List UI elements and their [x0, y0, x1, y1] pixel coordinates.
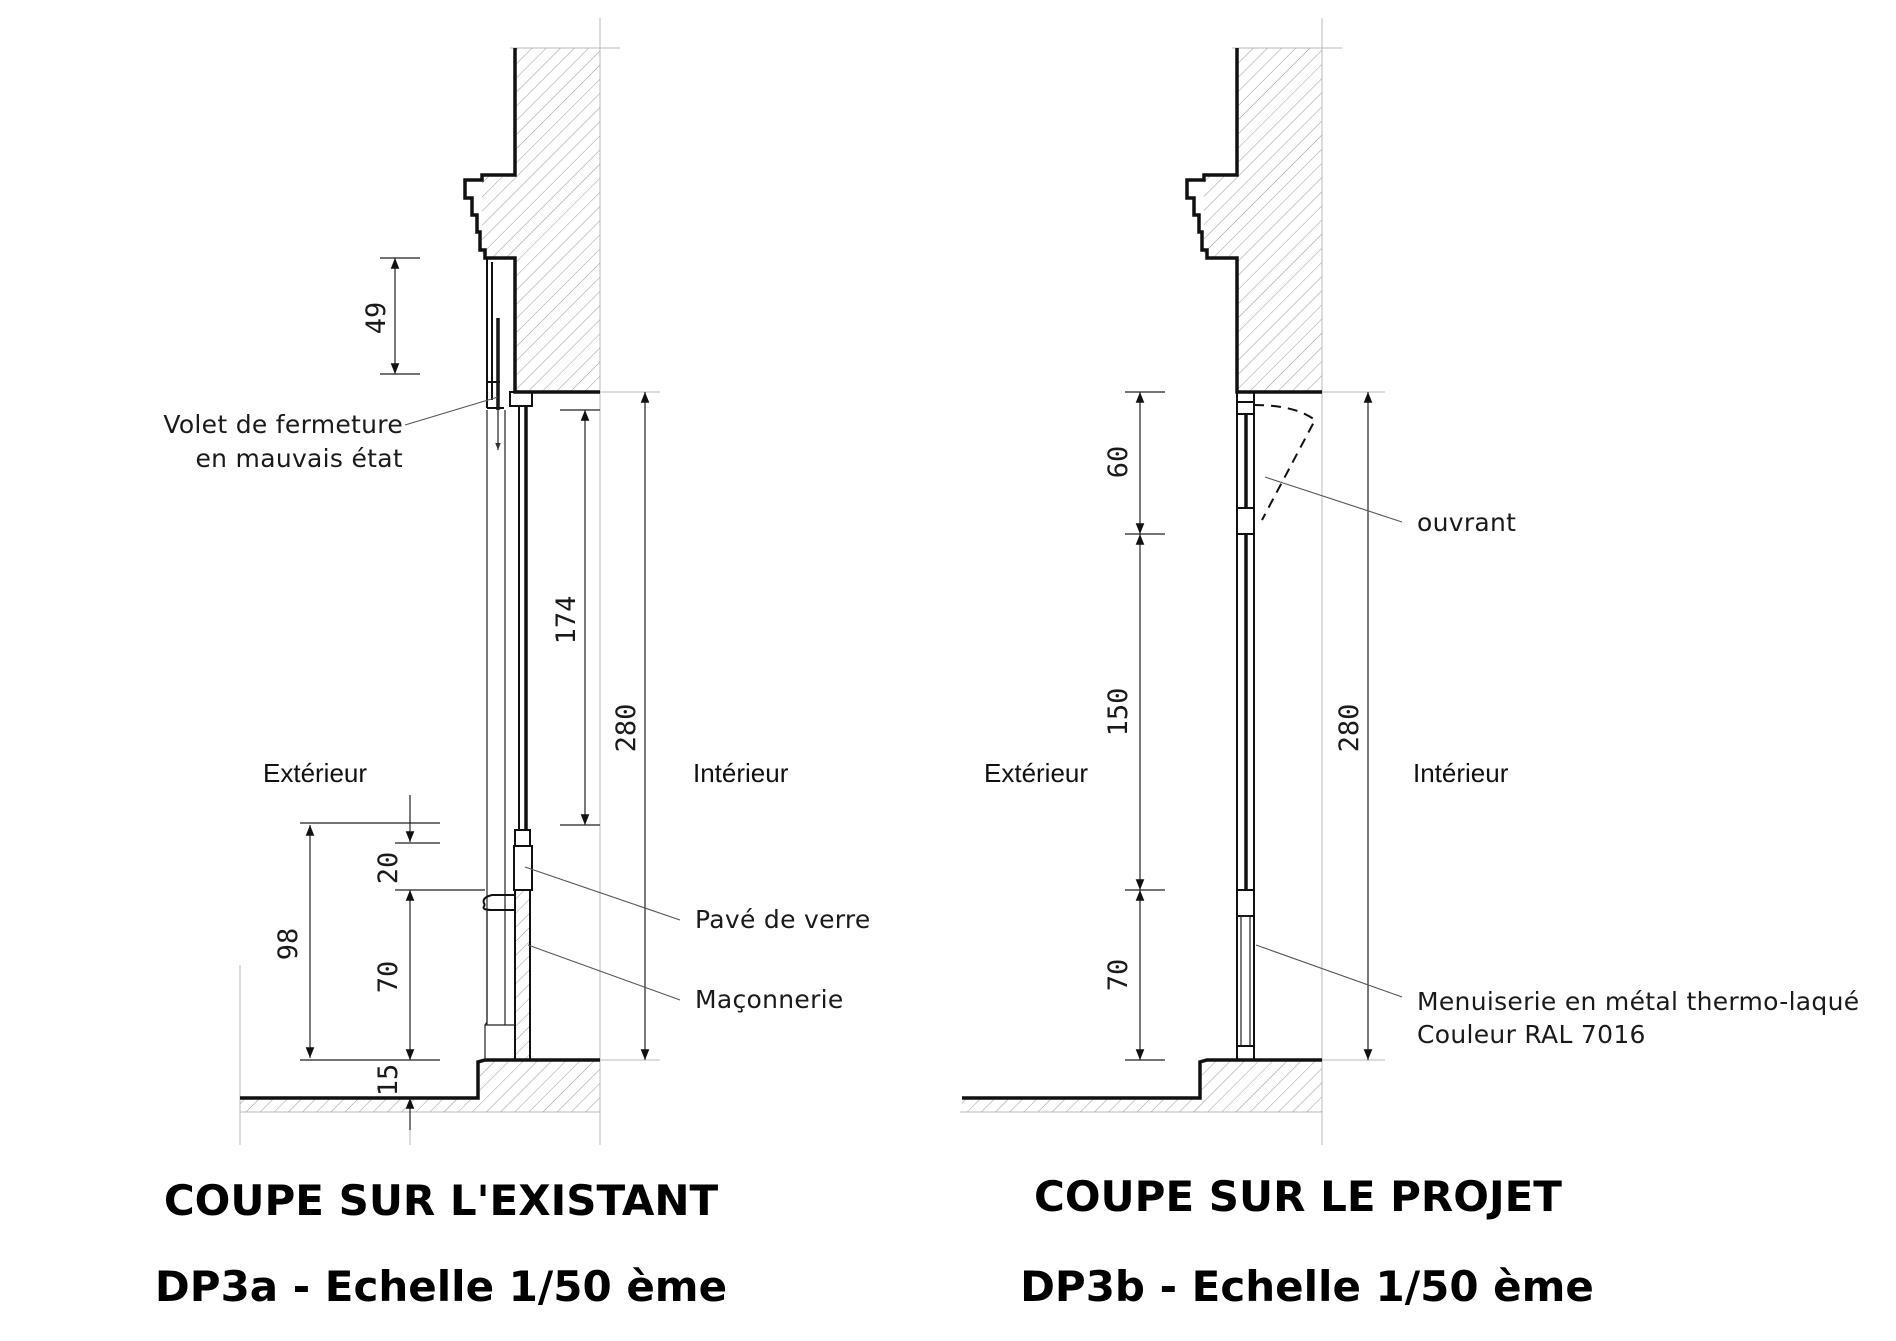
- window-project: [1236, 392, 1317, 1061]
- subtitle-left: DP3a - Echelle 1/50 ème: [155, 1262, 727, 1311]
- masonry-block: [515, 890, 530, 1060]
- upper-wall: [482, 48, 600, 392]
- label-exterieur-right: Extérieur: [984, 758, 1088, 788]
- leader-ouvrant: [1264, 476, 1403, 523]
- leader-volet: [404, 396, 499, 426]
- shutter: [486, 258, 504, 450]
- dim-280-left: 280: [611, 704, 642, 753]
- annotation-ouvrant: ouvrant: [1417, 508, 1516, 537]
- floor-slab-project: [962, 1060, 1322, 1112]
- label-exterieur-left: Extérieur: [263, 758, 367, 788]
- dimensions-left: [300, 257, 650, 1130]
- left-section: 49 174 280 20 98 70 15 Volet de fermetur…: [155, 18, 871, 1311]
- leader-maconnerie: [527, 944, 681, 1001]
- dim-20: 20: [373, 852, 404, 885]
- floor-outline: [240, 1058, 600, 1100]
- dim-280-right: 280: [1334, 704, 1365, 753]
- right-section: 60 150 70 280 ouvrant Menuiserie en méta…: [960, 18, 1859, 1311]
- annotation-menuiserie-1: Menuiserie en métal thermo-laqué: [1417, 987, 1859, 1016]
- dim-70-right: 70: [1103, 959, 1134, 992]
- annotation-maconnerie: Maçonnerie: [695, 985, 844, 1014]
- leader-pave: [524, 866, 681, 921]
- dim-98: 98: [273, 928, 304, 961]
- cornice-outline-project: [1185, 48, 1322, 394]
- label-interieur-left: Intérieur: [693, 758, 789, 788]
- dim-15: 15: [373, 1064, 404, 1097]
- dim-150: 150: [1103, 688, 1134, 737]
- window-existing: [482, 391, 533, 1060]
- annotation-volet-1: Volet de fermeture: [163, 410, 403, 439]
- dimensions-right: [1125, 391, 1373, 1061]
- upper-wall-project: [1204, 48, 1322, 392]
- leader-menuiserie: [1255, 944, 1403, 998]
- annotation-volet-2: en mauvais état: [195, 444, 403, 473]
- subtitle-right: DP3b - Echelle 1/50 ème: [1020, 1262, 1594, 1311]
- dim-60: 60: [1103, 446, 1134, 479]
- annotation-pave: Pavé de verre: [695, 905, 871, 934]
- label-interieur-right: Intérieur: [1413, 758, 1509, 788]
- cornice-outline: [463, 48, 600, 394]
- dim-70-left: 70: [373, 961, 404, 994]
- annotation-menuiserie-2: Couleur RAL 7016: [1417, 1020, 1646, 1049]
- title-right: COUPE SUR LE PROJET: [1034, 1172, 1562, 1221]
- title-left: COUPE SUR L'EXISTANT: [164, 1176, 719, 1225]
- dim-174: 174: [551, 596, 582, 645]
- floor-slab: [240, 1060, 600, 1112]
- dim-49: 49: [361, 302, 392, 335]
